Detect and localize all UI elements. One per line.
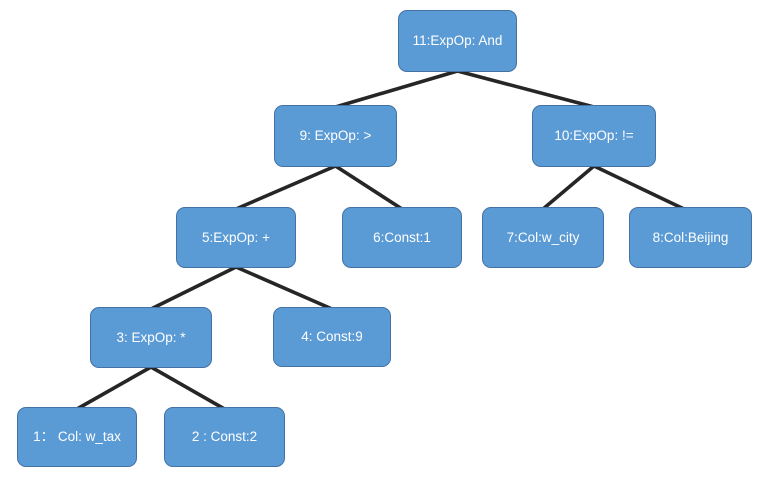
- node-7-col-wcity: 7:Col:w_city: [482, 207, 604, 268]
- edge-9-6: [334, 164, 403, 211]
- edge-3-2: [150, 365, 226, 411]
- node-5-expop-plus: 5:ExpOp: +: [176, 207, 296, 268]
- node-9-expop-gt: 9: ExpOp: >: [274, 105, 397, 167]
- edge-10-7: [541, 164, 596, 211]
- node-6-const-1: 6:Const:1: [342, 207, 462, 268]
- edge-10-8: [593, 164, 685, 211]
- node-11-expop-and: 11:ExpOp: And: [398, 10, 517, 72]
- edge-5-3: [150, 265, 237, 311]
- node-10-expop-ne: 10:ExpOp: !=: [532, 105, 656, 167]
- edge-5-4: [235, 265, 333, 311]
- node-4-const-9: 4: Const:9: [273, 307, 391, 367]
- edge-9-5: [235, 164, 337, 211]
- node-8-col-beijing: 8:Col:Beijing: [629, 207, 752, 268]
- edge-3-1: [76, 365, 152, 411]
- node-3-expop-mul: 3: ExpOp: *: [90, 307, 212, 368]
- node-1-col-wtax: 1： Col: w_tax: [17, 407, 137, 467]
- node-2-const-2: 2 : Const:2: [164, 407, 285, 467]
- edge-11-9: [334, 69, 459, 109]
- edge-11-10: [457, 69, 595, 109]
